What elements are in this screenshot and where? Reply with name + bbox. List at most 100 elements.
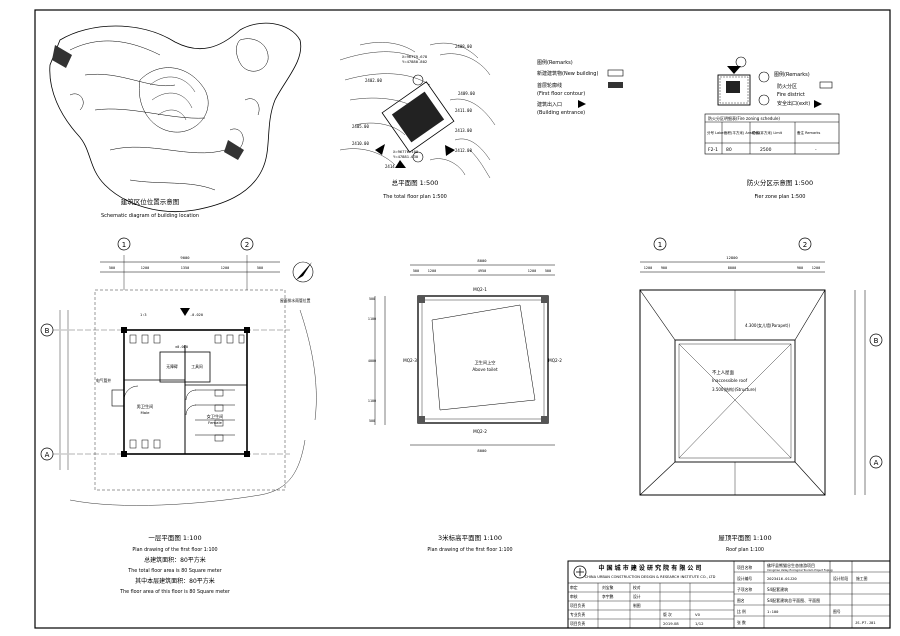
tb-project-no-label: 设计编号 [737,576,752,581]
site-elevation: 2413.00 [455,128,472,133]
tb-page: 1/12 [695,621,704,626]
level3-dim: 8000 [477,258,487,263]
level3-dim: 500 [413,269,419,273]
roof-dim: 900 [797,266,803,270]
floor1-room-female-en: Female [208,420,222,425]
tb-project-label: 项目名称 [737,565,752,570]
roof-axis-a: A [874,459,879,467]
tb-stage-label: 设计阶段 [833,576,848,581]
fire-zone-plan: 图例(Remarks) 防火分区 Fire district 安全出口(exit… [704,56,840,200]
tb-sub-name: S4配套建筑 [767,586,788,592]
roof-plan: 1 2 B A 12800 1200 900 8000 900 1200 4.3… [639,237,883,553]
roof-dim: 1200 [812,266,820,270]
fire-legend-item: Fire district [777,92,805,98]
roof-axis-2: 2 [803,241,807,249]
level3-label: MQ2-1 [473,287,487,292]
site-legend-item: 建筑出入口 [537,101,562,108]
sheet-border [34,9,891,629]
roof-axis-b: B [874,337,879,345]
site-legend-item: 新建建筑物(New building) [537,70,598,77]
site-new-building-outline [381,81,455,153]
fire-table-cell: F2-1 [708,147,718,153]
title-block: 中 国 城 市 建 设 研 究 院 有 限 公 司 CHINA URBAN CO… [567,560,891,629]
fire-zone-table [704,113,840,155]
location-title-cn: 建筑区位位置示意图 [121,197,180,206]
level3-side-dim: 4000 [368,359,376,363]
site-coord: Y=47881.030 [393,154,419,159]
tb-scale: 1:100 [767,609,779,614]
level3-center-en: Above toilet [472,367,498,372]
site-legend-item: (Building entrance) [537,110,585,116]
floor1-dim: 500 [109,266,115,270]
floor1-floor-area-cn: 其中本层建筑面积：80平方米 [135,577,215,585]
level3-plan: 8000 500 1200 4950 1200 500 500 1100 400… [368,258,562,553]
site-elevation: 2408.00 [455,44,472,49]
tb-role: 项目负责 [570,603,585,608]
tb-role-right: 校对 [633,585,641,590]
level3-title: 3米标高平面图 1:100 [438,533,502,542]
fire-table-cell: 2500 [760,147,772,153]
site-legend-item: (First floor contour) [537,91,585,97]
site-elevation: 2412.00 [455,148,472,153]
roof-dim: 12800 [726,255,738,260]
site-legend-item: 首层轮廓线 [537,82,562,89]
roof-axis-1: 1 [658,241,662,249]
roof-dim: 900 [661,266,667,270]
tb-drawing-no: JS-P7-J01 [855,620,876,625]
floor1-subtitle: Plan drawing of the first floor 1:100 [132,547,217,553]
fire-table-header: 限值(平方米) Limit [752,130,783,135]
site-elevation: 2410.00 [352,141,369,146]
tb-drawing-label: 图名 [737,598,745,603]
roof-title: 屋顶平面图 1:100 [718,534,771,542]
site-coord: X=96776.100 [393,149,419,154]
tb-drawing-name: S4配套建筑总平面图、平面图 [767,597,820,603]
tb-drawing-no-label: 图号 [833,609,841,614]
floor1-dim: 500 [257,266,263,270]
tb-sub-label: 子项名称 [737,587,752,592]
fire-table-header: 备注 Remarks [797,130,821,135]
site-elevation: 2414.00 [385,164,402,169]
company-logo-icon [573,565,587,579]
level3-dim: 500 [545,269,551,273]
tb-role: 审核 [570,594,578,599]
floor1-note: 屋面排水雨管位置 [280,298,311,303]
site-elevation: 2409.00 [458,91,475,96]
floor1-axis-1: 1 [122,241,126,249]
roof-note: 3.500(结构)(Structure) [712,386,757,392]
tb-role: 项目负责 [570,621,585,626]
floor1-room-electric: 电气管井 [96,378,111,383]
fire-legend-item: 防火分区 [777,83,797,90]
floor1-note: ±0.000 [175,345,188,349]
level3-side-dim: 500 [369,419,375,423]
tb-role-right: 制图 [633,603,641,608]
roof-note: 不上人屋面 [712,369,735,376]
site-elevation: 2405.00 [352,124,369,129]
floor1-area-en: The total floor area is 80 Square meter [127,568,221,574]
roof-subtitle: Roof plan 1:100 [726,547,764,553]
floor1-floor-area-en: The floor area of this floor is 80 Squar… [119,589,230,595]
tb-name: 李宇鹏 [602,594,614,599]
floor1-room-male-en: Male [141,410,151,415]
level3-side-dim: 1100 [368,399,376,403]
tb-version-label: 版 次 [663,612,672,617]
floor1-room-male: 男卫生间 [137,403,154,410]
level3-dim: 4950 [478,269,486,273]
tb-stage: 施工图 [856,576,868,581]
level3-label: MQ2-3 [403,358,417,363]
level3-center-cn: 卫生间上空 [475,359,496,366]
site-subtitle: The total floor plan 1:500 [382,194,447,200]
roof-dim: 8000 [728,266,736,270]
floor1-dim: 1200 [221,266,229,270]
first-floor-plan: 9000 500 1200 1350 1200 500 1 2 B A [40,237,317,595]
tb-role-right: 设计 [633,594,641,599]
org-name-en: CHINA URBAN CONSTRUCTION DESIGN & RESEAR… [585,575,716,579]
site-coord: X=96779.678 [402,54,428,59]
floor1-area-cn: 总建筑面积：80平方米 [144,556,206,564]
site-coord: Y=47880.802 [402,59,427,64]
tb-role: 审定 [570,585,578,590]
level3-side-dim: 1100 [368,317,376,321]
level3-dim: 1200 [528,269,536,273]
floor1-axis-b: B [45,327,50,335]
